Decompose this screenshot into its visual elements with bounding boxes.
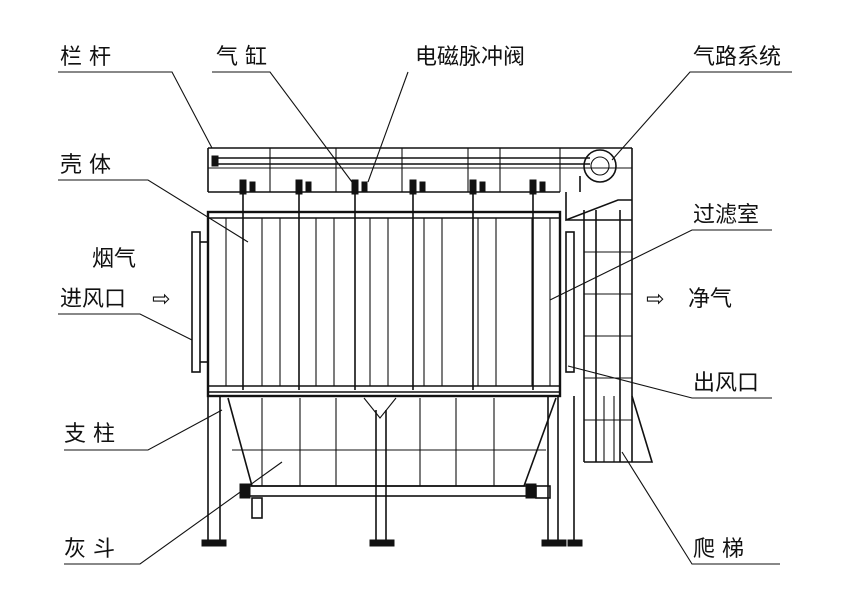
label-shell: 壳 体	[60, 153, 111, 178]
ash-hopper	[227, 397, 557, 519]
label-railing: 栏 杆	[60, 45, 111, 70]
outlet-flange	[565, 231, 575, 373]
label-support: 支 柱	[64, 422, 115, 447]
label-cylinder: 气 缸	[216, 45, 267, 70]
label-filter-chamber: 过滤室	[693, 203, 759, 228]
shell	[206, 210, 562, 398]
label-clean-gas: 净气	[688, 287, 732, 312]
label-ash-hopper: 灰 斗	[64, 537, 115, 562]
outlet-arrow: ⇨	[646, 287, 664, 312]
inlet-arrow: ⇨	[152, 287, 170, 312]
label-air-system: 气路系统	[693, 45, 781, 70]
label-flue-gas: 烟气	[92, 247, 136, 272]
pulse-valves	[239, 179, 546, 390]
label-pulse-valve: 电磁脉冲阀	[415, 45, 525, 70]
label-ladder: 爬 梯	[693, 537, 744, 562]
ladder	[583, 210, 654, 463]
leader-lines	[58, 71, 792, 565]
label-inlet: 进风口	[60, 287, 126, 312]
label-outlet: 出风口	[693, 371, 759, 396]
railing	[207, 147, 633, 210]
inlet-flange	[191, 231, 208, 373]
supports	[201, 396, 583, 547]
air-system	[565, 149, 632, 222]
